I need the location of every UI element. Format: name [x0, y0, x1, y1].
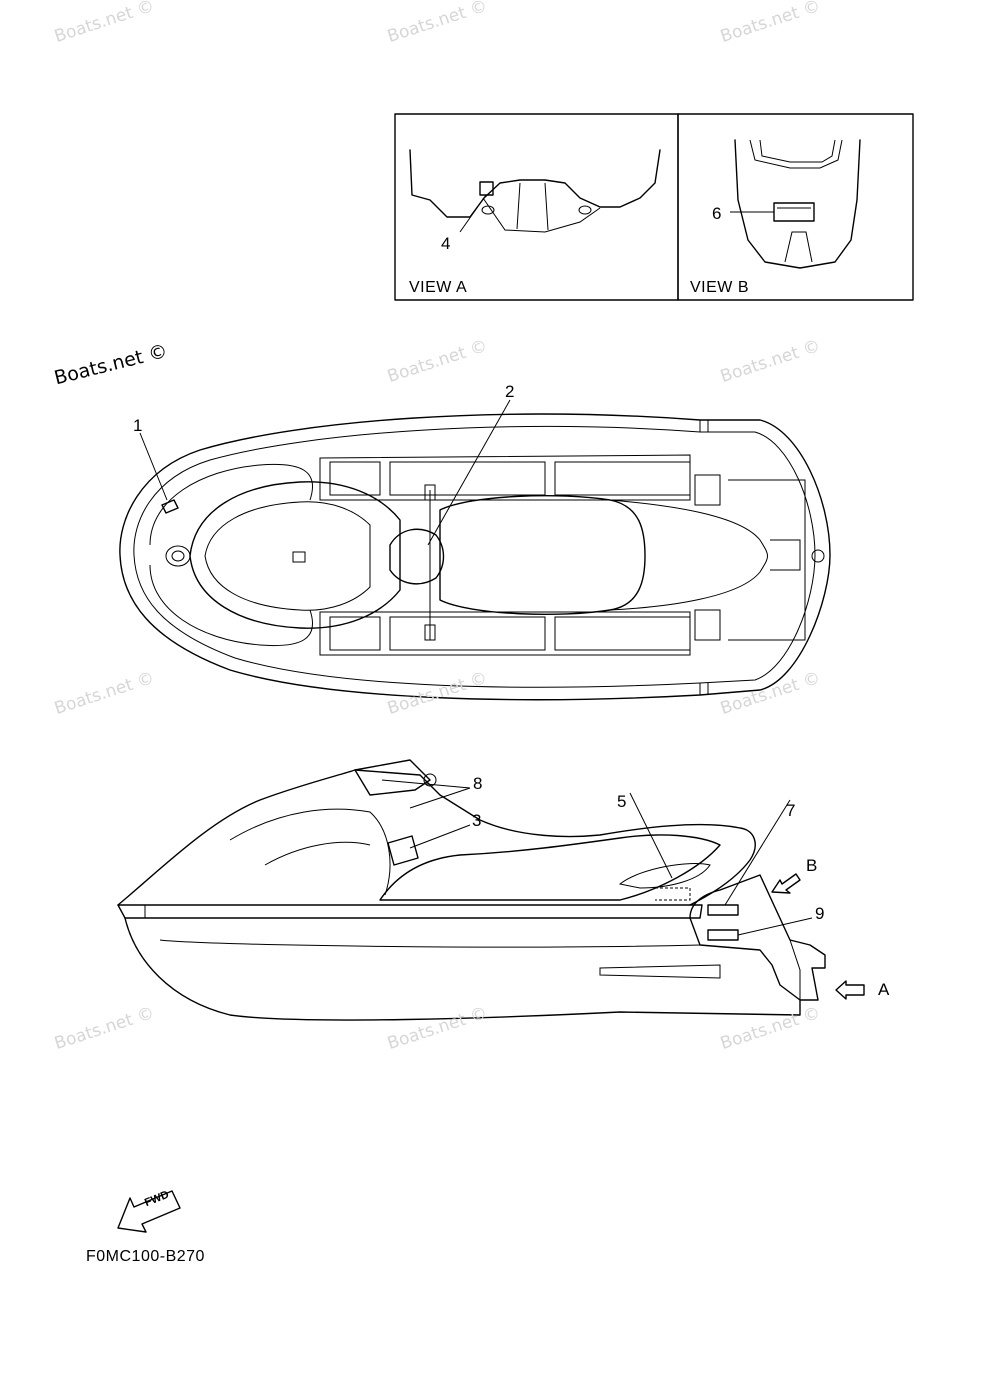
leader-2	[427, 399, 511, 546]
callout-9: 9	[815, 904, 825, 923]
label-6-marker	[773, 202, 815, 222]
view-b-label: VIEW B	[690, 279, 750, 296]
view-a-label: VIEW A	[409, 279, 468, 296]
callout-3: 3	[472, 811, 482, 830]
drawing-code: F0MC100-B270	[86, 1248, 205, 1265]
leader-3	[409, 824, 471, 849]
callout-2: 2	[505, 382, 515, 401]
label-7-marker	[707, 904, 739, 916]
leader-8	[381, 779, 471, 789]
leader-1	[139, 432, 168, 501]
callout-1: 1	[133, 416, 143, 435]
view-b-arrow	[771, 873, 801, 894]
view-b-arrow-letter: B	[806, 856, 818, 875]
view-a-panel	[394, 113, 679, 301]
top-view-watercraft	[119, 399, 831, 701]
callout-8: 8	[473, 774, 483, 793]
label-1-marker	[161, 499, 179, 514]
leader-9	[737, 917, 813, 936]
leader-7	[724, 799, 791, 906]
label-3-marker	[387, 835, 419, 866]
view-a-arrow-letter: A	[878, 980, 890, 999]
side-view-watercraft	[117, 759, 865, 1021]
label-4-marker	[479, 181, 494, 196]
callout-7: 7	[786, 801, 796, 820]
callout-4: 4	[441, 234, 451, 253]
leader-4	[459, 194, 487, 233]
view-b-panel	[677, 113, 914, 301]
label-9-marker	[707, 929, 739, 941]
leader-5	[629, 792, 673, 879]
view-a-arrow	[835, 980, 865, 1000]
callout-5: 5	[617, 792, 627, 811]
callout-6: 6	[712, 204, 722, 223]
fwd-arrow-icon	[117, 1190, 181, 1233]
